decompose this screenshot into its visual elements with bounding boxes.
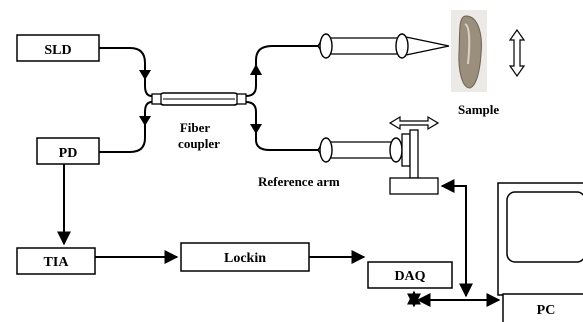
tia-label: TIA — [44, 255, 70, 270]
reference-mirror — [401, 133, 411, 167]
sample-scan-arrow — [508, 28, 526, 78]
tia-block: TIA — [16, 247, 96, 275]
sld-label: SLD — [44, 43, 71, 58]
fiber-coupler — [151, 92, 247, 106]
pc-monitor-screen — [506, 191, 583, 263]
arrow-sld-down — [139, 70, 151, 80]
pc-label: PC — [537, 303, 556, 318]
reference-arm-optics — [317, 129, 439, 195]
reference-arm-label: Reference arm — [258, 174, 340, 189]
daq-label: DAQ — [394, 269, 425, 284]
pd-block: PD — [36, 137, 100, 165]
sample-image — [451, 10, 487, 92]
sample-label: Sample — [458, 102, 499, 117]
pd-label: PD — [59, 146, 78, 161]
pc-computer: PC — [497, 182, 583, 322]
fiber-coupler-to-sample — [245, 45, 318, 97]
arrow-sample-up — [250, 64, 262, 75]
reference-scan-arrow — [388, 115, 440, 131]
arrow-reference-down — [250, 124, 262, 134]
sample-arm-optics — [317, 33, 450, 59]
daq-block: DAQ — [367, 261, 453, 289]
reference-mount-post — [409, 129, 419, 179]
fiber-coupler-label-line1: Fiber — [180, 120, 211, 135]
wire-pc-to-stage — [440, 179, 473, 298]
sld-block: SLD — [16, 34, 100, 62]
fiber-coupler-to-reference — [245, 101, 318, 151]
fiber-coupler-to-pd — [99, 101, 153, 153]
arrow-pd-down — [139, 116, 151, 126]
lockin-label: Lockin — [224, 251, 266, 266]
pc-base — [502, 293, 583, 322]
reference-stage — [389, 177, 439, 195]
fiber-coupler-label-line2: coupler — [178, 136, 220, 151]
lockin-block: Lockin — [180, 242, 310, 272]
fiber-sld-to-coupler — [99, 47, 153, 97]
